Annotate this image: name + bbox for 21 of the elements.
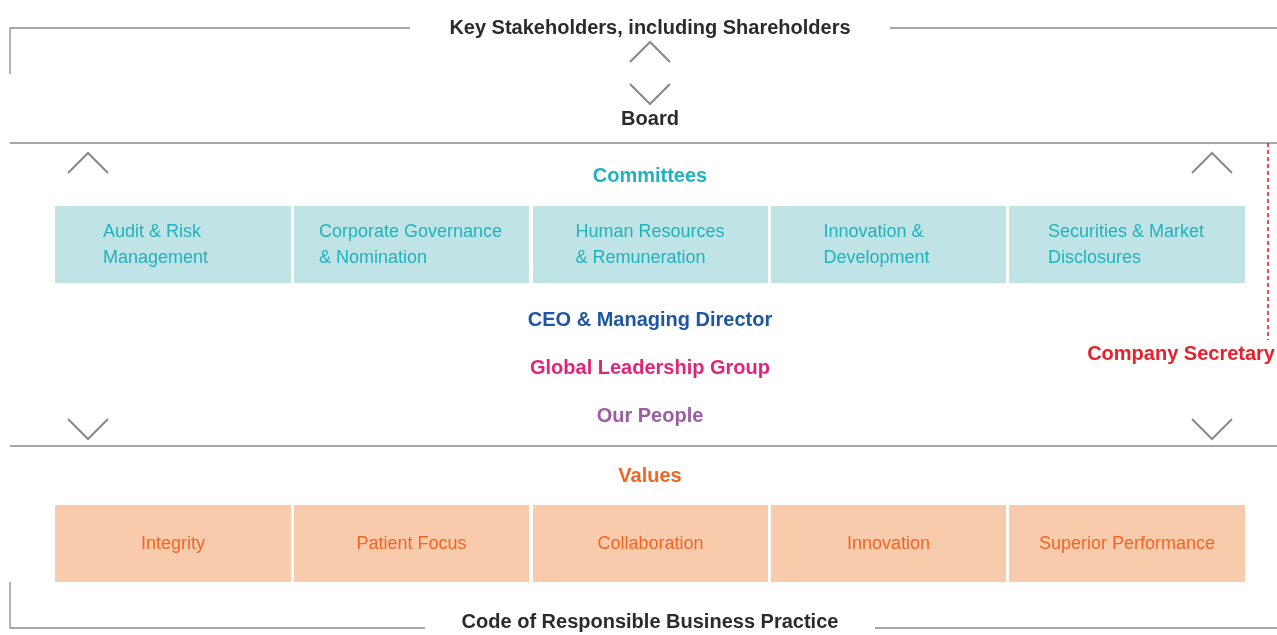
role-title: CEO & Managing Director [527, 307, 773, 332]
value-box: Superior Performance [1009, 505, 1245, 582]
section-title: Committees [592, 163, 708, 188]
group-title: Our People [596, 403, 704, 428]
value-box: Integrity [55, 505, 291, 582]
heading-text: Key Stakeholders, including Shareholders [449, 15, 851, 40]
heading-text: Board [621, 106, 679, 131]
committee-box: Audit & Risk Management [55, 206, 291, 283]
group-title: Global Leadership Group [530, 355, 770, 380]
role-title: Company Secretary [1087, 341, 1275, 366]
value-box: Collaboration [533, 505, 768, 582]
section-title: Values [618, 463, 682, 488]
value-box: Patient Focus [294, 505, 529, 582]
value-box: Innovation [771, 505, 1006, 582]
double-chevron-arrow [628, 40, 672, 106]
heading-text: Code of Responsible Business Practice [461, 609, 839, 634]
committee-box: Human Resources & Remuneration [533, 206, 768, 283]
connector-line [1267, 142, 1269, 341]
committee-box: Securities & Market Disclosures [1009, 206, 1245, 283]
committee-box: Corporate Governance & Nomination [294, 206, 529, 283]
committee-box: Innovation & Development [771, 206, 1006, 283]
